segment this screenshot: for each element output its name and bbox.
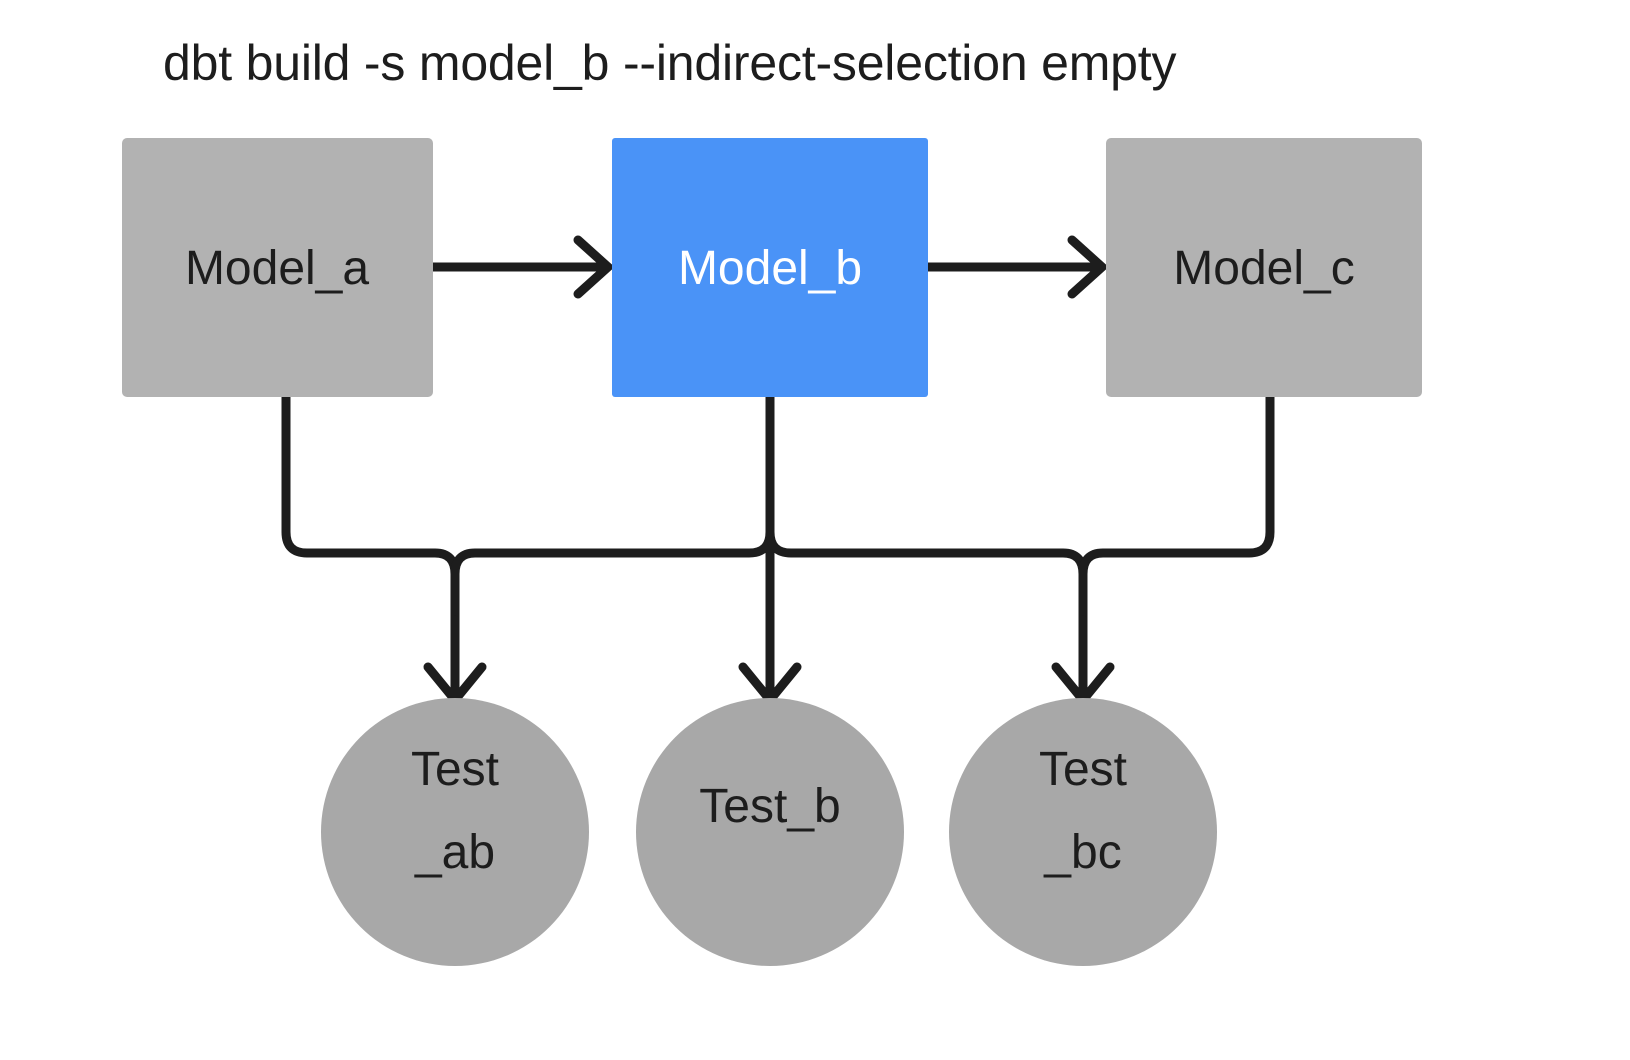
node-model-a[interactable]: Model_a [122,138,433,397]
test-b-label-line1: Test_b [699,780,840,833]
edge-model-b-to-test-ab [450,392,775,665]
edge-model-b-to-model-c [923,235,1109,299]
node-test-ab[interactable]: Test _ab [321,698,589,966]
model-c-shape[interactable] [1106,138,1422,397]
test-bc-label-line2: _bc [1043,826,1121,879]
edge-model-a-to-test-ab [281,392,460,665]
model-a-shape[interactable] [122,138,433,397]
node-model-b[interactable]: Model_b [612,138,928,397]
test-bc-shape[interactable] [949,698,1217,966]
test-b-shape[interactable] [636,698,904,966]
model-b-label: Model_b [678,242,862,295]
edge-model-c-to-test-bc [1078,392,1275,665]
edge-model-b-to-test-bc [765,392,1088,665]
diagram-title: dbt build -s model_b --indirect-selectio… [163,35,1176,91]
node-test-bc[interactable]: Test _bc [949,698,1217,966]
model-a-label: Model_a [185,242,369,295]
arrow-into-test-ab [423,615,487,708]
node-model-c[interactable]: Model_c [1106,138,1422,397]
test-bc-label-line1: Test [1039,743,1127,796]
node-test-b[interactable]: Test_b [636,698,904,966]
arrow-into-test-b [738,615,802,708]
test-ab-label-line1: Test [411,743,499,796]
test-ab-shape[interactable] [321,698,589,966]
test-ab-label-line2: _ab [414,826,495,879]
edge-model-a-to-model-b [428,235,615,299]
arrow-into-test-bc [1051,615,1115,708]
model-c-label: Model_c [1173,242,1354,295]
model-b-shape[interactable] [612,138,928,397]
